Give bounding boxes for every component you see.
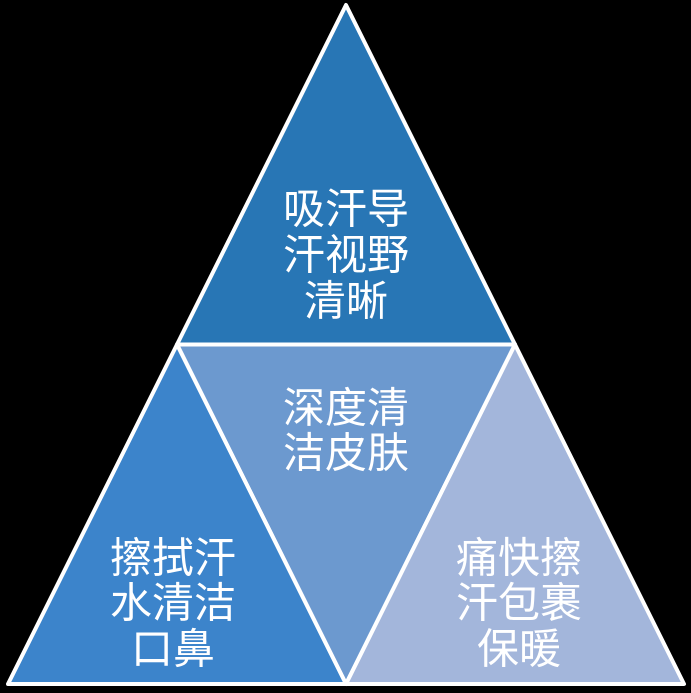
- bottom-right-section-label-line: 汗包裹: [456, 579, 582, 628]
- pyramid-section-bottom-right: 痛快擦 汗包裹 保暖: [344, 342, 686, 686]
- bottom-left-section-label-line: 口鼻: [131, 625, 215, 674]
- bottom-right-triangle-shape: [344, 342, 686, 686]
- top-section-label-line: 清晰: [304, 277, 388, 326]
- pyramid-section-top: 吸汗导 汗视野 清晰: [175, 3, 517, 347]
- bottom-left-section-label-line: 擦拭汗: [110, 534, 236, 583]
- bottom-right-section-label-line: 保暖: [477, 625, 561, 674]
- bottom-left-triangle-shape: [6, 342, 348, 686]
- middle-section-label-line: 深度清: [283, 384, 409, 433]
- bottom-left-section-label-line: 水清洁: [110, 579, 236, 628]
- pyramid-section-bottom-left: 擦拭汗 水清洁 口鼻: [6, 342, 348, 686]
- middle-section-label-line: 洁皮肤: [283, 429, 409, 478]
- top-section-label-line: 吸汗导: [283, 185, 409, 234]
- pyramid-section-middle: 深度清 洁皮肤: [175, 342, 517, 686]
- top-section-label-line: 汗视野: [283, 231, 409, 280]
- bottom-right-section-label-line: 痛快擦: [456, 534, 582, 583]
